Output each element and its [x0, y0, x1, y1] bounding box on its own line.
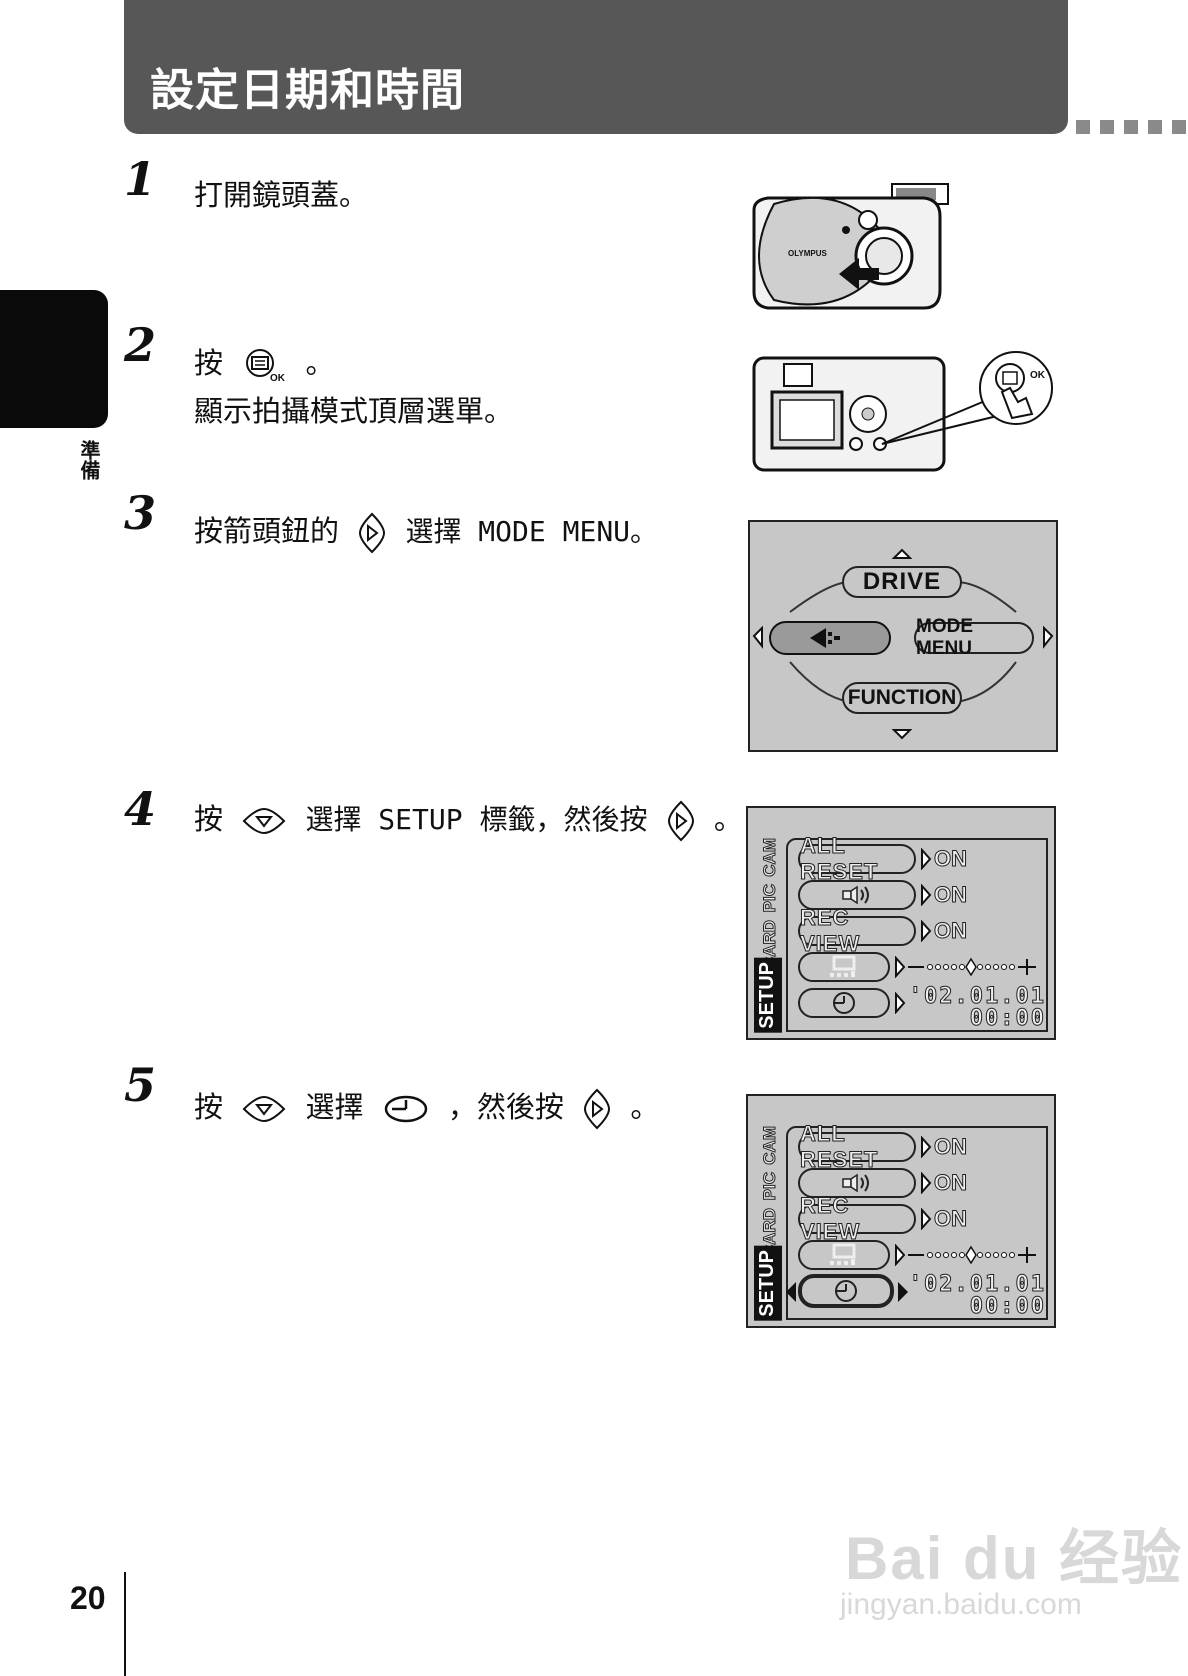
step-1-text: 打開鏡頭蓋。	[194, 178, 369, 212]
arrow-right-icon	[921, 884, 932, 906]
step-5-text-a: 按	[194, 1090, 224, 1124]
arrow-down-button-icon	[242, 807, 286, 835]
ok-icon-label: OK	[270, 373, 286, 383]
header-bar	[124, 0, 1068, 134]
step-2-line: 按 OK 。	[194, 340, 334, 383]
date-value: '02.01.01	[908, 1272, 1046, 1297]
watermark-url: jingyan.baidu.com	[840, 1588, 1082, 1621]
row-beep[interactable]	[798, 1168, 916, 1198]
tab-pic[interactable]: PIC	[760, 1172, 780, 1201]
page-rule	[124, 1572, 126, 1676]
row-clock[interactable]	[798, 988, 890, 1018]
arrow-down-button-icon	[242, 1095, 286, 1123]
menu-option-mode-menu[interactable]: MODE MENU	[914, 616, 1034, 659]
arrow-right-button-icon	[584, 1088, 611, 1130]
arrow-right-icon	[921, 1172, 932, 1194]
step-5-text-d: 。	[630, 1090, 660, 1124]
row-brightness[interactable]	[798, 1240, 890, 1270]
row-brightness[interactable]	[798, 952, 890, 982]
step-4-text-a: 按	[194, 802, 224, 836]
arrow-right-icon	[921, 920, 932, 942]
step-4-text-c: 。	[713, 802, 743, 836]
setup-screen-b: CAM PIC CARD SETUP ALL RESET ON ON REC V…	[746, 1094, 1056, 1328]
time-value: 00:00	[969, 1294, 1046, 1319]
header-dot-strip	[1076, 120, 1186, 134]
arrow-right-button-icon	[359, 512, 386, 554]
step-2-text-a: 按	[194, 346, 224, 380]
page-number: 20	[70, 1580, 106, 1616]
tab-cam[interactable]: CAM	[760, 838, 780, 878]
speaker-icon	[842, 885, 869, 905]
step-5-line: 按 選擇 ，然後按 。	[194, 1084, 659, 1130]
step-3-line: 按箭頭鈕的 選擇 MODE MENU。	[194, 508, 658, 554]
arrow-right-button-icon	[667, 800, 694, 842]
clock-icon	[384, 1095, 427, 1123]
value-rec-view: ON	[934, 1206, 968, 1232]
tab-setup[interactable]: SETUP	[754, 958, 782, 1033]
arrow-right-icon	[921, 1136, 932, 1158]
tab-setup[interactable]: SETUP	[754, 1246, 782, 1321]
value-all-reset: ON	[934, 846, 968, 872]
clock-icon	[835, 1280, 857, 1302]
date-value: '02.01.01	[908, 984, 1046, 1009]
step-4-text-b: 選擇 SETUP 標籤，然後按	[305, 803, 648, 836]
top-menu-screen: DRIVE MODE MENU FUNCTION	[748, 520, 1058, 752]
arrow-right-icon	[895, 992, 906, 1014]
monitor-brightness-icon	[830, 1243, 856, 1265]
row-all-reset[interactable]: ALL RESET	[798, 1121, 916, 1173]
step-4-line: 按 選擇 SETUP 標籤，然後按 。	[194, 796, 743, 842]
monitor-brightness-icon	[830, 955, 856, 977]
row-all-reset[interactable]: ALL RESET	[798, 833, 916, 885]
step-3-text-a: 按箭頭鈕的	[194, 514, 340, 548]
step-5-text-c: ，然後按	[447, 1090, 564, 1124]
step-3-number: 3	[124, 486, 157, 540]
arrow-right-icon	[921, 1208, 932, 1230]
step-2-subtext: 顯示拍攝模式頂層選單。	[194, 394, 514, 428]
row-rec-view[interactable]: REC VIEW	[798, 1193, 916, 1245]
clock-icon	[833, 992, 855, 1014]
arrow-left-selected-icon	[786, 1282, 796, 1302]
brightness-slider[interactable]	[894, 1244, 1044, 1266]
watermark-brand: Bai du 经验	[845, 1525, 1184, 1592]
camera-front-illustration: OLYMPUS	[752, 183, 949, 310]
chapter-tab	[0, 290, 108, 428]
row-rec-view[interactable]: REC VIEW	[798, 905, 916, 957]
top-menu-graphics	[752, 548, 1054, 740]
step-3-text-b: 選擇 MODE MENU。	[405, 515, 659, 548]
tab-pic[interactable]: PIC	[760, 884, 780, 913]
step-4-number: 4	[124, 782, 157, 836]
step-2-number: 2	[124, 318, 157, 372]
value-all-reset: ON	[934, 1134, 968, 1160]
chapter-label: 準備	[77, 440, 101, 480]
menu-option-drive[interactable]: DRIVE	[842, 566, 962, 598]
time-value: 00:00	[969, 1006, 1046, 1031]
step-5-text-b: 選擇	[305, 1090, 364, 1124]
menu-option-function[interactable]: FUNCTION	[842, 682, 962, 714]
arrow-right-icon	[921, 848, 932, 870]
brightness-slider[interactable]	[894, 956, 1044, 978]
step-5-number: 5	[124, 1058, 157, 1112]
speaker-icon	[842, 1173, 869, 1193]
setup-screen-a: CAM PIC CARD SETUP ALL RESET ON ON REC V…	[746, 806, 1056, 1040]
value-rec-view: ON	[934, 918, 968, 944]
step-1-number: 1	[124, 152, 157, 206]
row-beep[interactable]	[798, 880, 916, 910]
arrow-right-selected-icon	[898, 1282, 908, 1302]
page-title: 設定日期和時間	[150, 65, 465, 116]
ok-menu-button-icon: OK	[246, 349, 286, 383]
camera-back-illustration: OK	[752, 351, 1053, 472]
camera-back-ok-label: OK	[1030, 370, 1046, 381]
tab-cam[interactable]: CAM	[760, 1126, 780, 1166]
value-beep: ON	[934, 882, 968, 908]
step-2-text-b: 。	[305, 346, 335, 380]
row-clock-selected[interactable]	[798, 1274, 894, 1308]
camera-brand-label: OLYMPUS	[788, 249, 827, 258]
value-beep: ON	[934, 1170, 968, 1196]
